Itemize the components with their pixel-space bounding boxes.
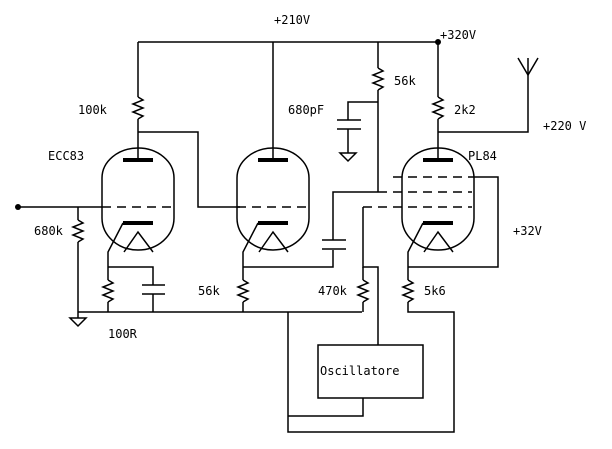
label-56k-cathode: 56k <box>198 284 220 298</box>
label-680pf: 680pF <box>288 103 324 117</box>
label-210v: +210V <box>274 13 310 27</box>
resistor-680k <box>70 219 86 243</box>
label-470k: 470k <box>318 284 348 298</box>
tube-ecc83 <box>101 147 175 270</box>
resistor-100r <box>100 279 116 303</box>
label-2k2: 2k2 <box>454 103 476 117</box>
label-56k-divider: 56k <box>394 74 416 88</box>
tube-pl84 <box>363 147 475 280</box>
ground-icon <box>68 317 88 328</box>
resistor-2k2 <box>430 96 446 120</box>
resistor-5k6 <box>400 279 416 303</box>
label-680k: 680k <box>34 224 64 238</box>
label-5k6: 5k6 <box>424 284 446 298</box>
label-32v: +32V <box>513 224 542 238</box>
oscillator-block <box>317 344 424 399</box>
label-100k: 100k <box>78 103 108 117</box>
label-220v: +220 V <box>543 119 586 133</box>
label-100r: 100R <box>108 327 138 341</box>
tube1-label: ECC83 <box>48 149 84 163</box>
tube-2 <box>236 147 310 280</box>
resistor-56k-divider <box>370 67 386 91</box>
label-320v: +320V <box>440 28 476 42</box>
resistor-470k <box>355 279 371 303</box>
resistor-56k-cathode <box>235 279 251 303</box>
oscillator-label: Oscillatore <box>320 364 399 378</box>
tube3-label: PL84 <box>468 149 497 163</box>
resistor-100k <box>130 96 146 120</box>
ground-icon <box>338 152 358 163</box>
